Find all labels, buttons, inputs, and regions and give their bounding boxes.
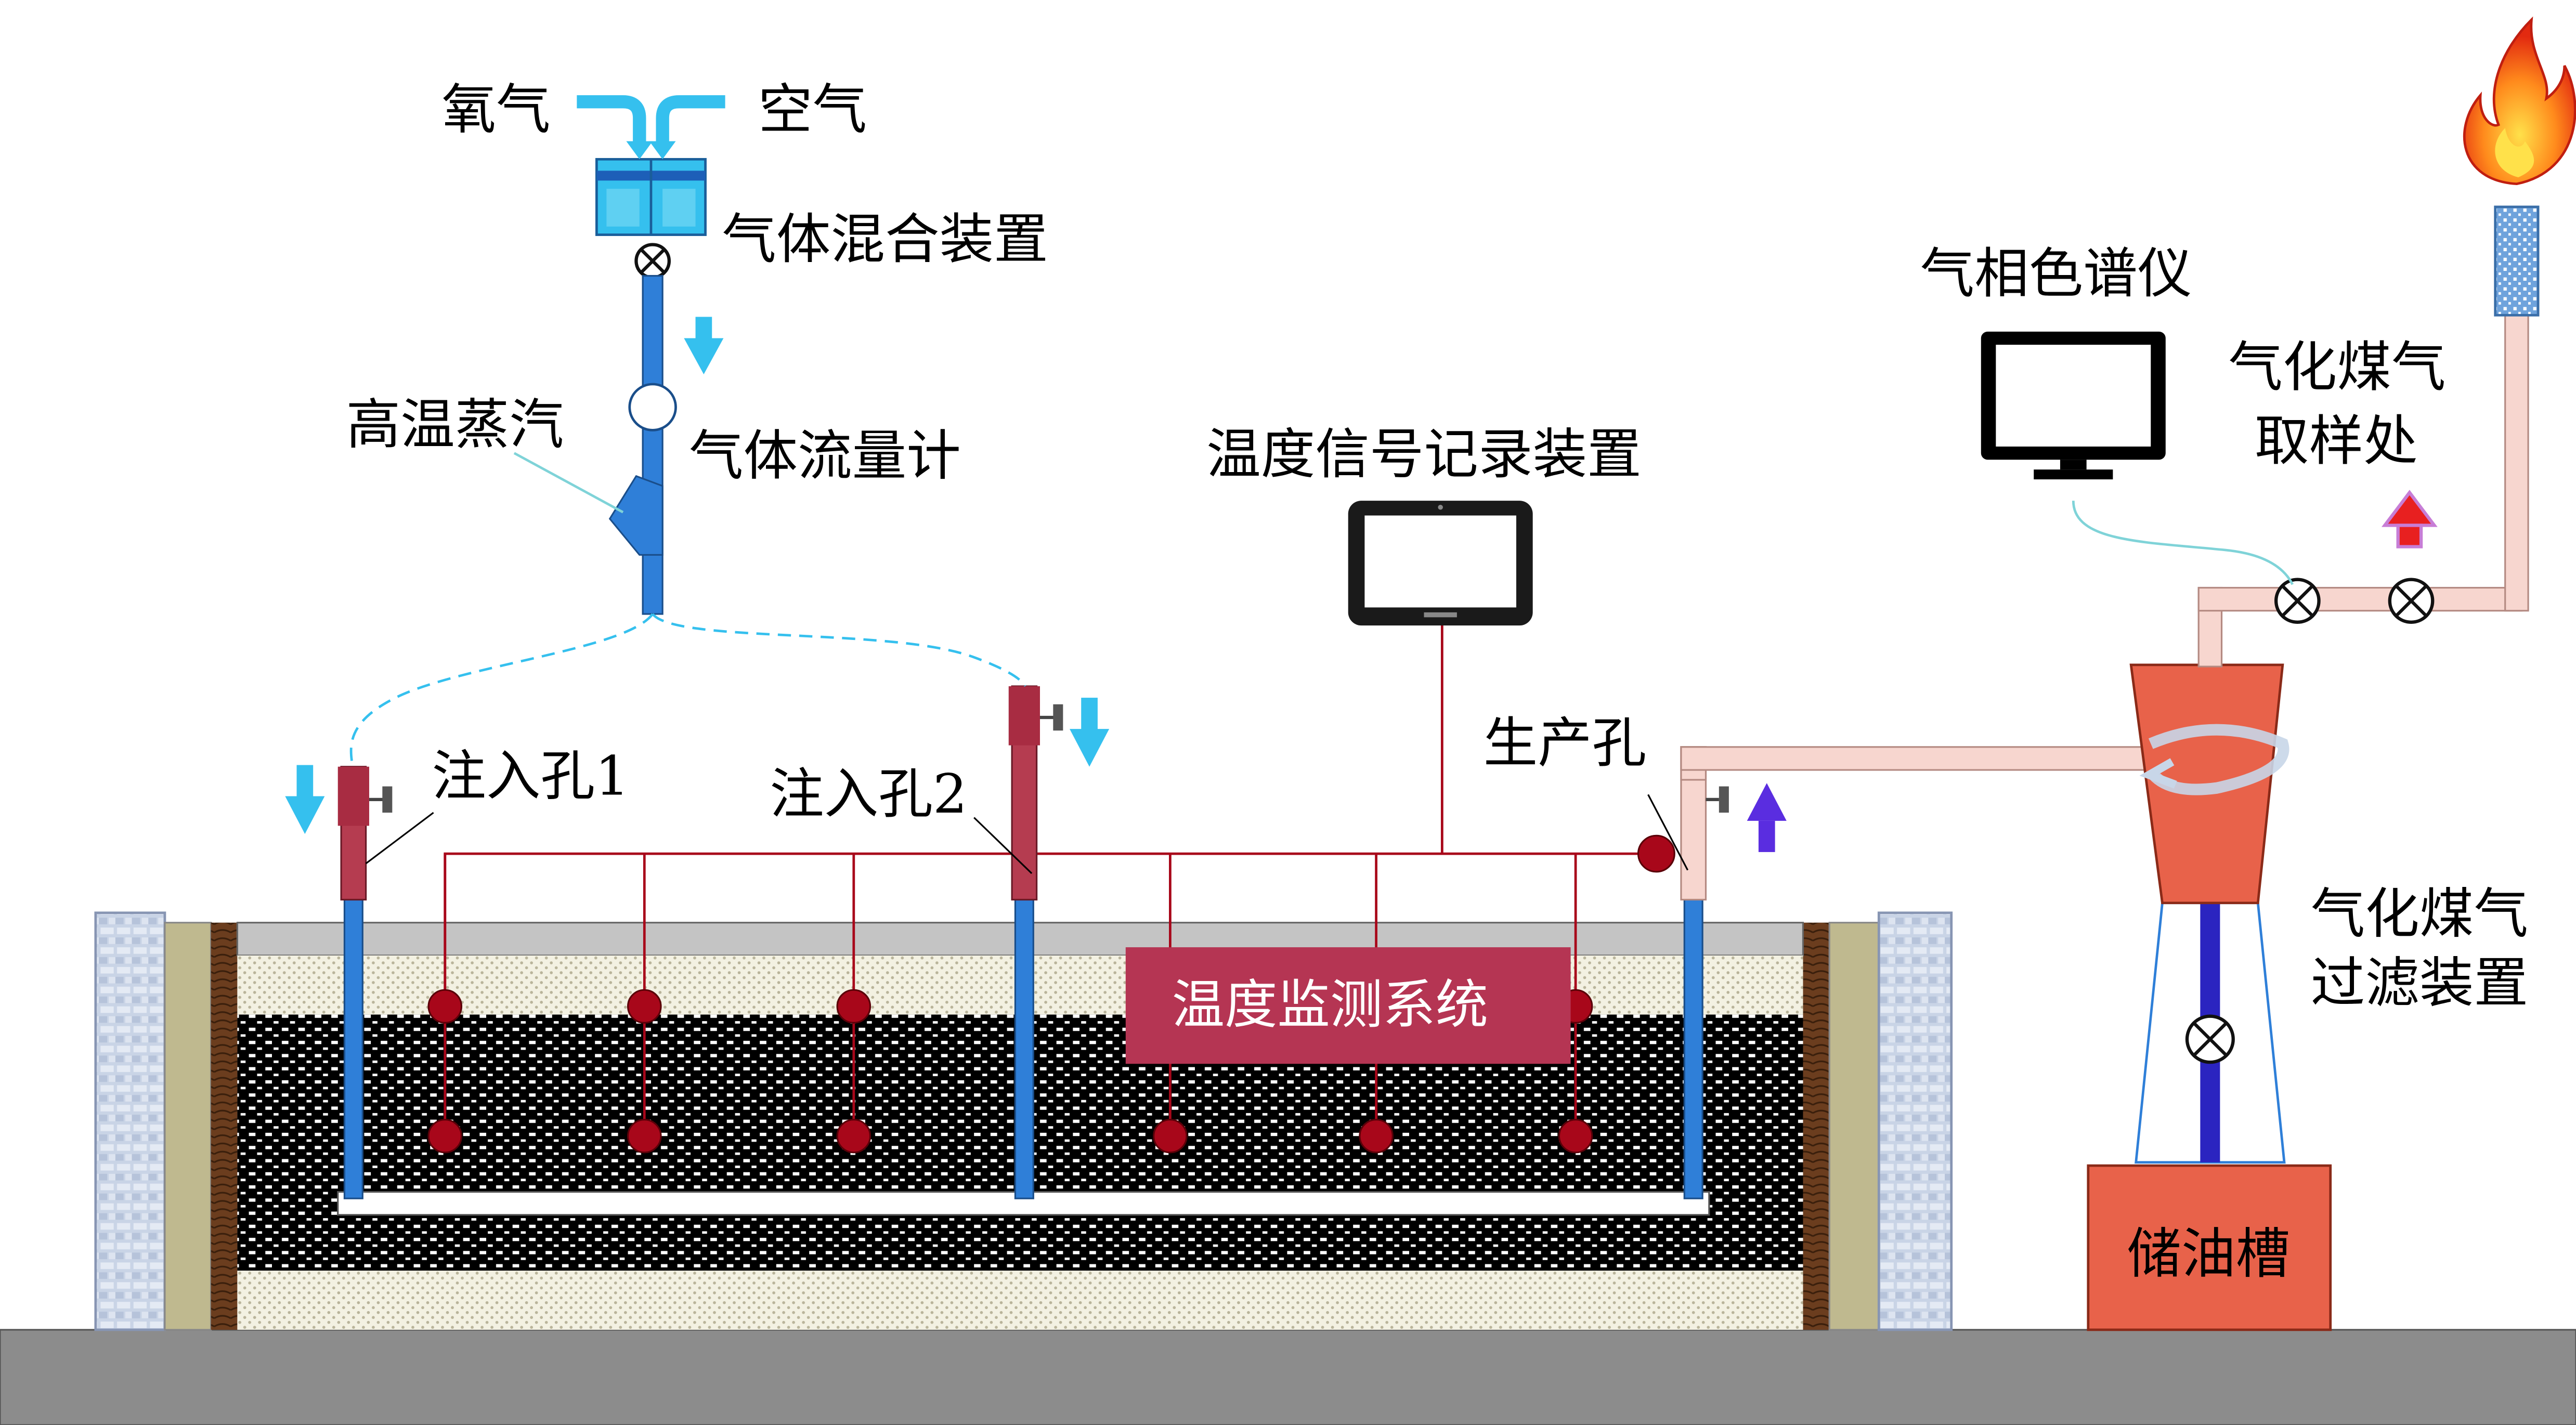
gas-chromatograph-monitor-icon: [1981, 331, 2166, 480]
supply-pipe: [642, 274, 663, 615]
syngas-filter-label-line2: 过滤装置: [2311, 951, 2528, 1014]
leader-injection-well-1: [365, 812, 434, 865]
lower-sand-layer: [237, 1271, 1803, 1330]
injection-line-to-well-2: [652, 613, 1026, 687]
air-label: 空气: [758, 77, 867, 141]
injection-well-1: [337, 766, 393, 1199]
sensor-production-well: [1637, 834, 1675, 873]
sensor-lower-4: [1153, 1119, 1188, 1154]
temp-monitoring-box: [1125, 947, 1571, 1064]
syngas-filter-device: [2129, 663, 2289, 1164]
sampling-valve-2: [2388, 578, 2435, 624]
leader-production-well: [1647, 794, 1689, 871]
flame-icon: [2463, 16, 2576, 186]
sensor-lower-2: [627, 1119, 662, 1154]
sensor-lower-1: [427, 1119, 463, 1154]
gas-flowmeter-label: 气体流量计: [689, 424, 961, 488]
sensor-upper-3: [836, 989, 871, 1024]
sensor-upper-1: [427, 989, 463, 1024]
syngas-sampling-label-line1: 气化煤气: [2228, 335, 2445, 399]
sampling-valve-1: [2274, 578, 2321, 624]
production-well-label: 生产孔: [1484, 711, 1647, 775]
injection-well-2-label: 注入孔2: [770, 762, 967, 826]
temp-monitoring-label: 温度监测系统: [1172, 974, 1488, 1036]
steam-leader-line: [513, 452, 624, 514]
injection-line-to-well-1: [349, 613, 654, 767]
flow-arrow-down-well-2: [1070, 698, 1110, 767]
gas-chromatograph-label: 气相色谱仪: [1920, 242, 2192, 305]
sensor-upper-2: [627, 989, 662, 1024]
syngas-filter-label-line1: 气化煤气: [2311, 882, 2528, 946]
mixer-outlet-valve: [634, 243, 671, 279]
sensor-lower-3: [836, 1119, 871, 1154]
gas-flowmeter-gauge: [628, 383, 677, 432]
syngas-sampling-label-line2: 取样处: [2255, 409, 2418, 473]
oxygen-inlet-arrow: [577, 95, 646, 145]
sensor-lower-5: [1359, 1119, 1394, 1154]
steam-injection-fitting: [608, 475, 663, 556]
oil-tank-label: 储油槽: [2127, 1222, 2290, 1286]
oil-tank: [2087, 1164, 2332, 1331]
flare-stack: [2494, 205, 2540, 317]
gas-mixer-label: 气体混合装置: [722, 207, 1048, 271]
oxygen-label: 氧气: [441, 77, 550, 141]
chromatograph-cable: [2072, 501, 2294, 585]
right-wall: [1803, 911, 1953, 1331]
temperature-sensors: [427, 834, 1675, 1154]
ground-slab: [0, 1329, 2576, 1425]
flow-arrow-up-sampling: [2381, 490, 2438, 548]
injection-well-1-label: 注入孔1: [432, 744, 629, 808]
temp-recorder-tablet-icon: [1348, 501, 1533, 626]
sensor-lower-6: [1558, 1119, 1593, 1154]
oxygen-inlet-arrowhead: [626, 141, 653, 160]
temp-recorder-label: 温度信号记录装置: [1206, 423, 1642, 486]
left-wall: [94, 911, 238, 1331]
high-temp-steam-label: 高温蒸汽: [346, 393, 564, 456]
sampling-pipe: [2197, 314, 2529, 668]
flow-arrow-up-production: [1747, 783, 1787, 852]
flow-arrow-down-well-1: [285, 765, 325, 834]
flow-arrow-down-supply: [684, 317, 724, 374]
syngas-pipe-horizontal: [1680, 746, 2160, 771]
leader-injection-well-2: [973, 817, 1033, 874]
filter-valve: [2185, 1014, 2235, 1064]
air-inlet-arrow: [656, 95, 725, 145]
air-inlet-arrowhead: [649, 141, 676, 160]
gas-mixer-device: [595, 158, 707, 236]
